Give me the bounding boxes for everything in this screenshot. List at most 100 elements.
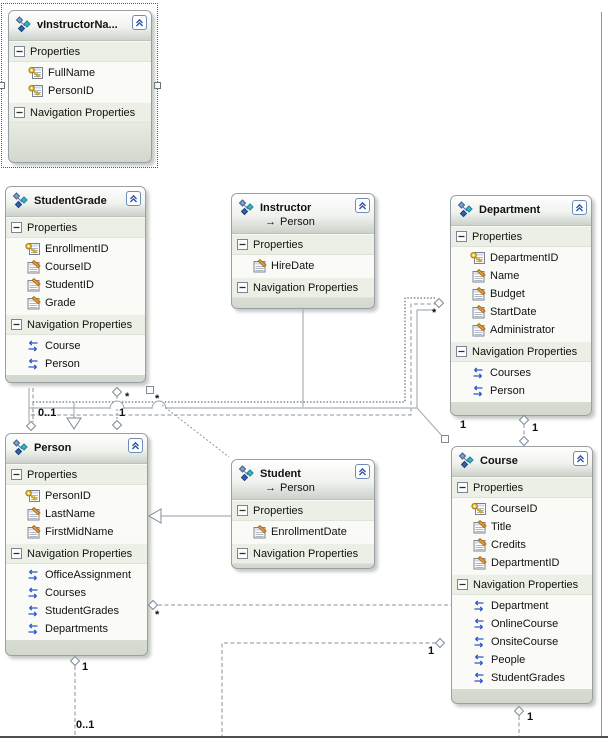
property-name: Person xyxy=(490,385,525,397)
entity-person[interactable]: Person Properties PersonID LastName Firs… xyxy=(5,433,148,656)
navigation-section-header[interactable]: Navigation Properties xyxy=(232,543,374,564)
entity-vinstructorname[interactable]: vInstructorNa... Properties FullName Per… xyxy=(8,10,152,163)
property-row[interactable]: CourseID xyxy=(6,258,145,276)
navigation-property-icon xyxy=(25,622,41,636)
collapse-button[interactable] xyxy=(355,198,370,213)
property-row[interactable]: EnrollmentDate xyxy=(232,523,374,541)
properties-section-header[interactable]: Properties xyxy=(451,226,591,247)
navigation-property-row[interactable]: OnlineCourse xyxy=(452,615,592,633)
collapse-toggle-icon[interactable] xyxy=(237,505,248,516)
navigation-section-header[interactable]: Navigation Properties xyxy=(232,277,374,298)
inheritance-triangle-icon xyxy=(66,417,82,430)
property-row[interactable]: Grade xyxy=(6,294,145,312)
collapse-toggle-icon[interactable] xyxy=(11,319,22,330)
properties-section-header[interactable]: Properties xyxy=(232,500,374,521)
property-name: PersonID xyxy=(45,490,91,502)
base-type-line: → Person xyxy=(265,216,352,228)
property-row[interactable]: Name xyxy=(451,267,591,285)
entity-header[interactable]: Student → Person xyxy=(232,460,374,500)
property-row[interactable]: CourseID xyxy=(452,500,592,518)
entity-department[interactable]: Department Properties DepartmentID Name … xyxy=(450,195,592,416)
properties-section-header[interactable]: Properties xyxy=(452,477,592,498)
collapse-toggle-icon[interactable] xyxy=(457,579,468,590)
property-name: FullName xyxy=(48,67,96,79)
entity-header[interactable]: Person xyxy=(6,434,147,464)
navigation-property-row[interactable]: Department xyxy=(452,597,592,615)
collapse-button[interactable] xyxy=(573,451,588,466)
property-row[interactable]: Administrator xyxy=(451,321,591,339)
section-label: Navigation Properties xyxy=(253,281,359,294)
navigation-property-row[interactable]: Courses xyxy=(6,584,147,602)
navigation-property-row[interactable]: Departments xyxy=(6,620,147,638)
entity-header[interactable]: Course xyxy=(452,447,592,477)
entity-header[interactable]: Department xyxy=(451,196,591,226)
collapse-toggle-icon[interactable] xyxy=(14,46,25,57)
property-row[interactable]: EnrollmentID xyxy=(6,240,145,258)
navigation-section-header[interactable]: Navigation Properties xyxy=(9,102,151,123)
entity-studentgrade[interactable]: StudentGrade Properties EnrollmentID Cou… xyxy=(5,186,146,383)
navigation-property-row[interactable]: Person xyxy=(6,355,145,373)
collapse-toggle-icon[interactable] xyxy=(11,548,22,559)
collapse-toggle-icon[interactable] xyxy=(237,239,248,250)
collapse-toggle-icon[interactable] xyxy=(11,469,22,480)
property-row[interactable]: Title xyxy=(452,518,592,536)
property-row[interactable]: LastName xyxy=(6,505,147,523)
collapse-chevron-icon xyxy=(574,452,587,465)
collapse-button[interactable] xyxy=(355,464,370,479)
navigation-property-row[interactable]: Course xyxy=(6,337,145,355)
collapse-button[interactable] xyxy=(572,200,587,215)
entity-course[interactable]: Course Properties CourseID Title Credits… xyxy=(451,446,593,704)
entity-instructor[interactable]: Instructor → Person Properties HireDate … xyxy=(231,193,375,309)
property-row[interactable]: FullName xyxy=(9,64,151,82)
properties-section-header[interactable]: Properties xyxy=(9,41,151,62)
collapse-toggle-icon[interactable] xyxy=(237,548,248,559)
properties-section-header[interactable]: Properties xyxy=(6,464,147,485)
collapse-toggle-icon[interactable] xyxy=(456,231,467,242)
multiplicity-label: 0..1 xyxy=(76,719,95,731)
entity-footer xyxy=(452,689,592,703)
association-diagonal-to-student-line[interactable] xyxy=(161,404,230,458)
entity-header[interactable]: Instructor → Person xyxy=(232,194,374,234)
collapse-toggle-icon[interactable] xyxy=(456,346,467,357)
navigation-property-row[interactable]: OfficeAssignment xyxy=(6,566,147,584)
collapse-button[interactable] xyxy=(128,438,143,453)
property-row[interactable]: DepartmentID xyxy=(452,554,592,572)
collapse-button[interactable] xyxy=(126,191,141,206)
property-row[interactable]: StartDate xyxy=(451,303,591,321)
collapse-toggle-icon[interactable] xyxy=(14,107,25,118)
property-row[interactable]: HireDate xyxy=(232,257,374,275)
navigation-property-row[interactable]: StudentGrades xyxy=(452,669,592,687)
navigation-section-header[interactable]: Navigation Properties xyxy=(452,574,592,595)
navigation-property-row[interactable]: Courses xyxy=(451,364,591,382)
scalar-property-icon xyxy=(251,259,267,273)
navigation-property-row[interactable]: StudentGrades xyxy=(6,602,147,620)
resize-handle-right[interactable] xyxy=(154,82,161,89)
navigation-section-header[interactable]: Navigation Properties xyxy=(6,314,145,335)
association-course-offscreen-line[interactable] xyxy=(221,642,436,736)
association-vertex-handle[interactable] xyxy=(441,435,449,443)
navigation-property-row[interactable]: Person xyxy=(451,382,591,400)
entity-student[interactable]: Student → Person Properties EnrollmentDa… xyxy=(231,459,375,569)
property-row[interactable]: FirstMidName xyxy=(6,523,147,541)
association-vertex-handle[interactable] xyxy=(146,386,154,394)
properties-section-header[interactable]: Properties xyxy=(232,234,374,255)
resize-handle-left[interactable] xyxy=(0,82,5,89)
property-row[interactable]: DepartmentID xyxy=(451,249,591,267)
properties-section-header[interactable]: Properties xyxy=(6,217,145,238)
navigation-section-header[interactable]: Navigation Properties xyxy=(451,341,591,362)
navigation-section-header[interactable]: Navigation Properties xyxy=(6,543,147,564)
collapse-toggle-icon[interactable] xyxy=(237,282,248,293)
entity-header[interactable]: StudentGrade xyxy=(6,187,145,217)
navigation-property-row[interactable]: OnsiteCourse xyxy=(452,633,592,651)
collapse-toggle-icon[interactable] xyxy=(11,222,22,233)
property-row[interactable]: Credits xyxy=(452,536,592,554)
entity-header[interactable]: vInstructorNa... xyxy=(9,11,151,41)
navigation-property-row[interactable]: People xyxy=(452,651,592,669)
collapse-toggle-icon[interactable] xyxy=(457,482,468,493)
property-row[interactable]: PersonID xyxy=(9,82,151,100)
property-row[interactable]: StudentID xyxy=(6,276,145,294)
property-row[interactable]: Budget xyxy=(451,285,591,303)
property-row[interactable]: PersonID xyxy=(6,487,147,505)
association-vertex-diagonal-line[interactable] xyxy=(416,407,444,438)
collapse-button[interactable] xyxy=(132,15,147,30)
